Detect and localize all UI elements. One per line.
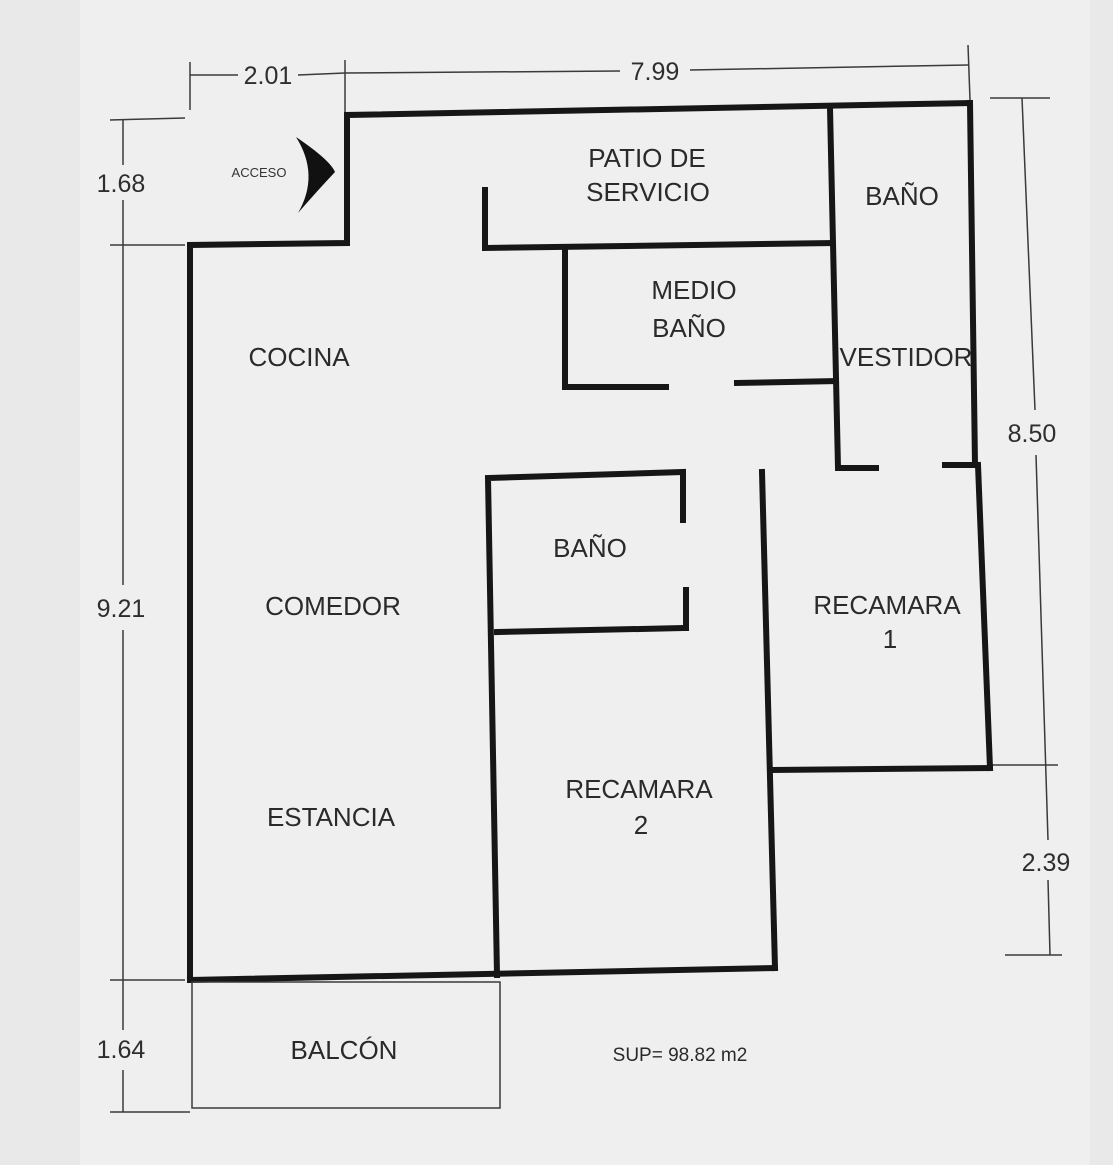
room-vestidor: VESTIDOR [840, 342, 973, 372]
access-label: ACCESO [232, 165, 287, 180]
dim-right-bottom: 2.39 [1022, 849, 1071, 877]
room-medio-bano-line2: BAÑO [652, 313, 726, 343]
room-cocina: COCINA [248, 342, 350, 372]
room-recamara2-line2: 2 [634, 810, 648, 840]
room-bano-mid: BAÑO [553, 533, 627, 563]
room-medio-bano-line1: MEDIO [651, 275, 736, 305]
room-patio-line1: PATIO DE [588, 143, 706, 173]
room-recamara2-line1: RECAMARA [565, 774, 713, 804]
room-patio-line2: SERVICIO [586, 177, 710, 207]
room-recamara1-line2: 1 [883, 624, 897, 654]
dim-right-main: 8.50 [1008, 420, 1057, 448]
room-comedor: COMEDOR [265, 591, 401, 621]
dim-top-main: 7.99 [631, 58, 680, 86]
room-bano-top: BAÑO [865, 181, 939, 211]
room-recamara1-line1: RECAMARA [813, 590, 961, 620]
dim-left-main: 9.21 [97, 595, 146, 623]
surface-area-label: SUP= 98.82 m2 [613, 1045, 748, 1066]
balcony-outline [191, 981, 501, 1109]
walls [186, 99, 994, 984]
room-balcon: BALCÓN [291, 1035, 398, 1065]
dimension-lines [109, 44, 1062, 1113]
access-arrow-icon [296, 137, 335, 213]
dim-left-top: 1.68 [97, 170, 146, 198]
room-estancia: ESTANCIA [267, 802, 396, 832]
dim-top-left: 2.01 [244, 62, 293, 90]
dim-left-bottom: 1.64 [97, 1036, 146, 1064]
